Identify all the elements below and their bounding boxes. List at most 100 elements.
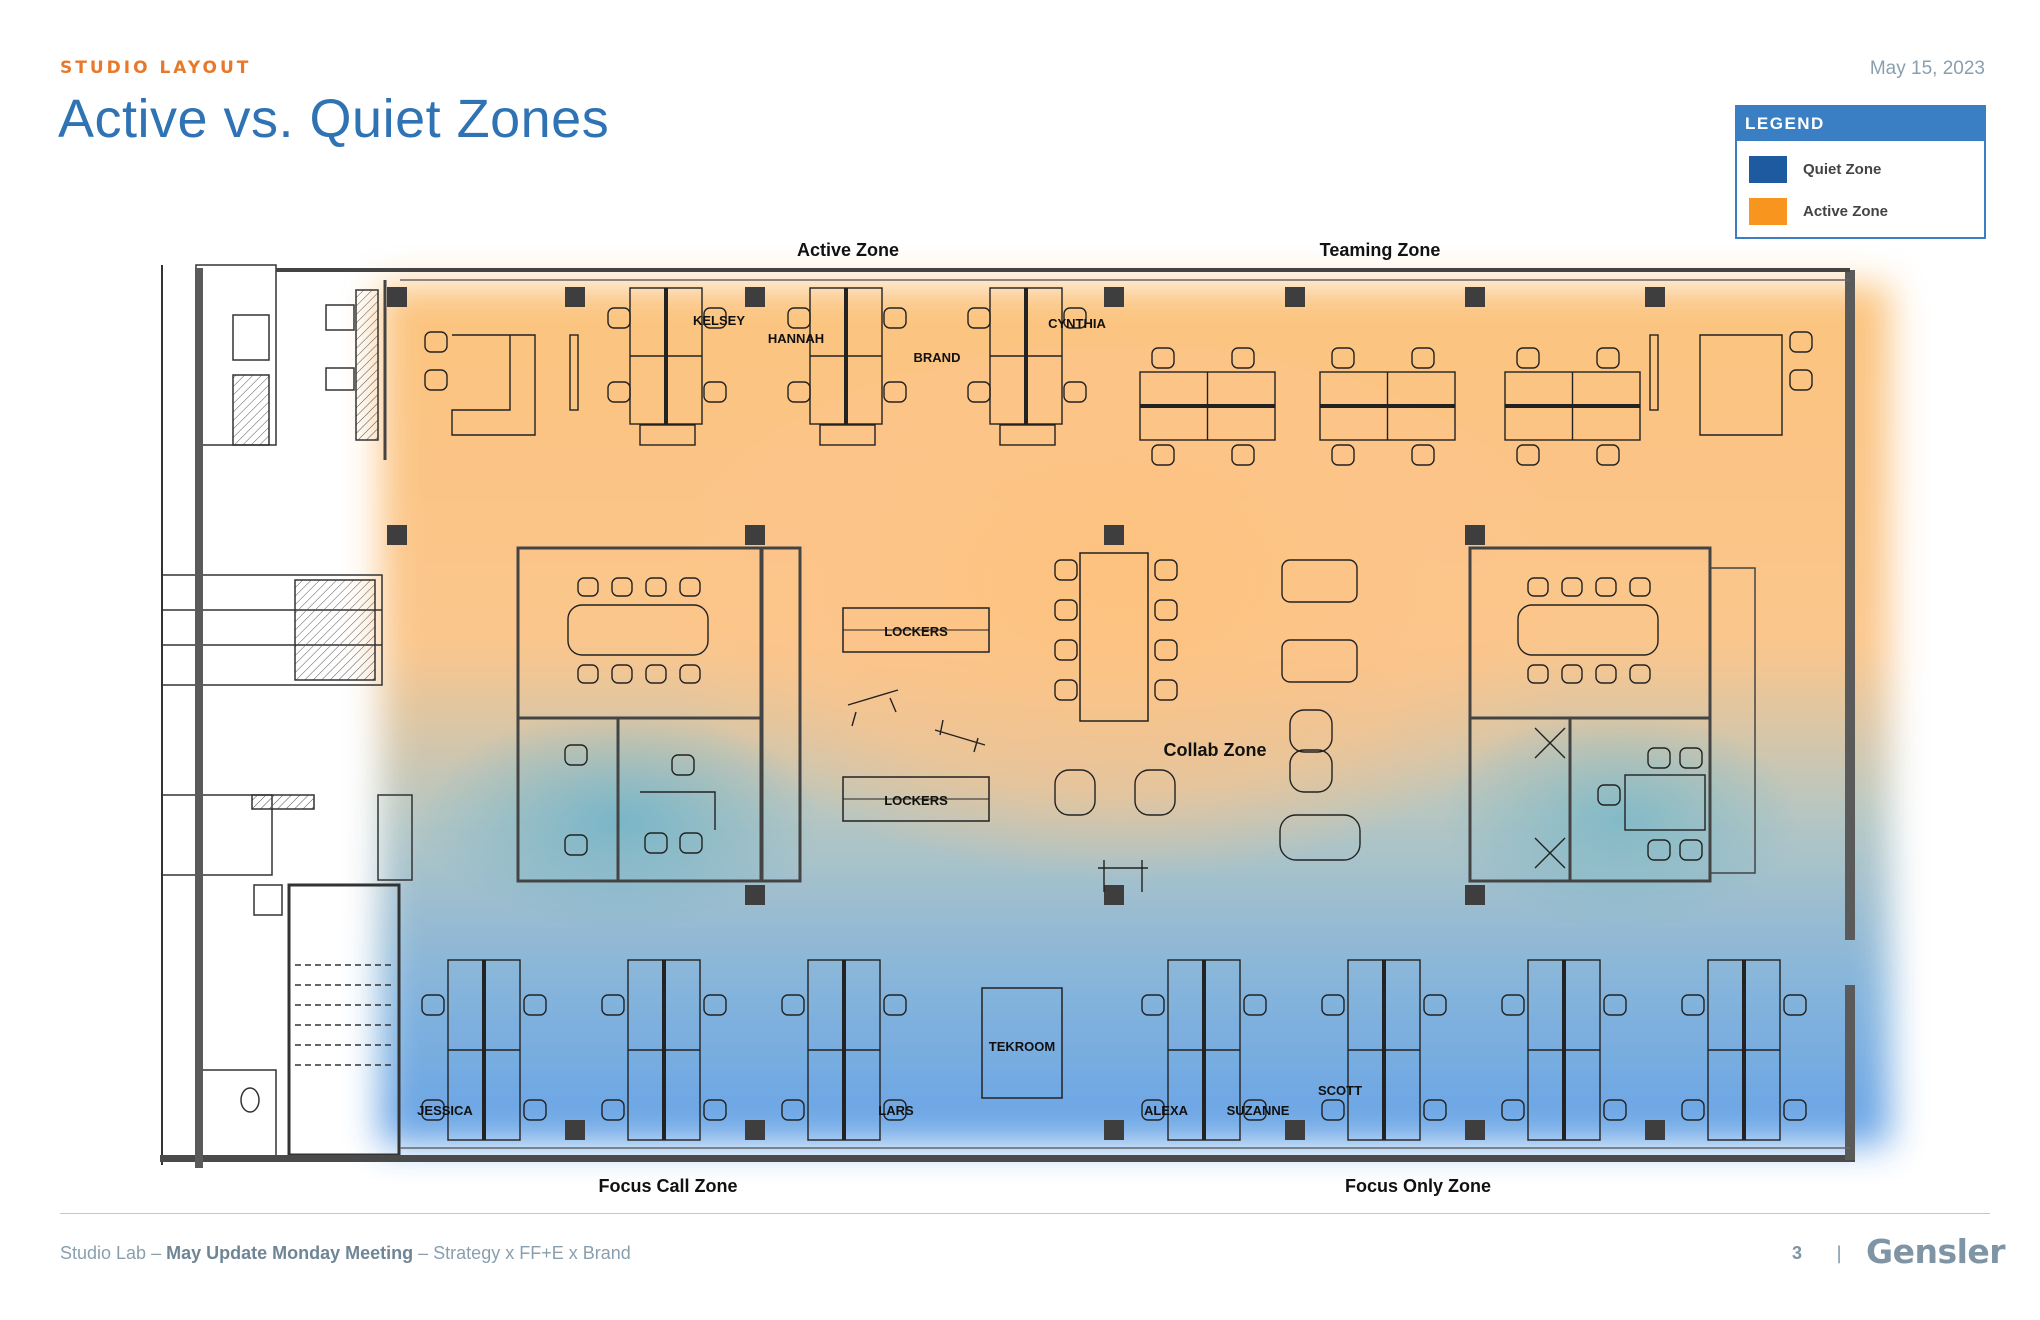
- chair: [1516, 347, 1540, 369]
- chair: [679, 832, 703, 854]
- chair: [787, 381, 811, 403]
- footer-separator: |: [1836, 1243, 1843, 1264]
- chair: [1561, 577, 1583, 597]
- chair: [611, 664, 633, 684]
- structural-columns: [387, 287, 1665, 1140]
- chair: [1527, 664, 1549, 684]
- chair: [1331, 347, 1355, 369]
- chair: [421, 1099, 445, 1121]
- chair: [781, 1099, 805, 1121]
- chair: [1516, 444, 1540, 466]
- chair: [703, 994, 727, 1016]
- chair: [607, 381, 631, 403]
- label-lockers-1: LOCKERS: [884, 624, 948, 639]
- chair: [1647, 839, 1671, 861]
- footer-meeting: May Update Monday Meeting: [166, 1243, 414, 1263]
- chair: [1527, 577, 1549, 597]
- chair: [703, 307, 727, 329]
- chair: [1141, 1099, 1165, 1121]
- chair: [1679, 747, 1703, 769]
- chair: [1679, 839, 1703, 861]
- chair: [1231, 444, 1255, 466]
- chair: [424, 369, 448, 391]
- chair: [644, 832, 668, 854]
- chair: [1243, 1099, 1267, 1121]
- legend-item-quiet: Quiet Zone: [1749, 155, 1881, 183]
- chair: [1411, 347, 1435, 369]
- chair: [679, 577, 701, 597]
- person-hannah: HANNAH: [768, 331, 824, 346]
- chair: [645, 577, 667, 597]
- chair: [1561, 664, 1583, 684]
- chair: [1154, 639, 1178, 661]
- chair: [1054, 559, 1078, 581]
- chair: [564, 834, 588, 856]
- quiet-zone-swatch: [1749, 155, 1787, 183]
- chair: [1054, 679, 1078, 701]
- zone-heatmap: [380, 285, 1890, 1145]
- chair: [883, 381, 907, 403]
- chair: [1603, 1099, 1627, 1121]
- chair: [671, 754, 695, 776]
- label-focus-call-zone: Focus Call Zone: [598, 1176, 737, 1196]
- person-scott: SCOTT: [1318, 1083, 1362, 1098]
- chair: [1501, 994, 1525, 1016]
- person-suzanne: SUZANNE: [1227, 1103, 1290, 1118]
- legend-label-quiet: Quiet Zone: [1803, 160, 1882, 178]
- chair: [1154, 679, 1178, 701]
- chair: [1681, 1099, 1705, 1121]
- chair: [1597, 784, 1621, 806]
- chair: [645, 664, 667, 684]
- label-active-zone: Active Zone: [797, 240, 899, 260]
- chair: [1054, 599, 1078, 621]
- chair: [1243, 994, 1267, 1016]
- footer-divider: [60, 1213, 1990, 1214]
- chair: [1629, 664, 1651, 684]
- gensler-logo: Gensler: [1866, 1232, 2006, 1271]
- chair: [883, 1099, 907, 1121]
- chair: [1151, 347, 1175, 369]
- chair: [883, 307, 907, 329]
- building-shell: [160, 268, 1855, 1168]
- chair: [1063, 381, 1087, 403]
- active-zone-swatch: [1749, 197, 1787, 225]
- chair: [1331, 444, 1355, 466]
- tekroom-box: [981, 987, 1063, 1099]
- chair: [787, 307, 811, 329]
- section-eyebrow: STUDIO LAYOUT: [60, 58, 252, 78]
- chair: [1321, 1099, 1345, 1121]
- label-focus-only-zone: Focus Only Zone: [1345, 1176, 1491, 1196]
- chair: [577, 664, 599, 684]
- meeting-rooms: [516, 546, 1756, 883]
- chair: [1231, 347, 1255, 369]
- chair: [967, 307, 991, 329]
- footer-caption: Studio Lab – May Update Monday Meeting –…: [60, 1243, 631, 1263]
- chair: [611, 577, 633, 597]
- chair: [1783, 994, 1807, 1016]
- person-lars: LARS: [878, 1103, 914, 1118]
- label-teaming-zone: Teaming Zone: [1320, 240, 1441, 260]
- chair: [1501, 1099, 1525, 1121]
- chair: [601, 1099, 625, 1121]
- page-number: 3: [1792, 1243, 1803, 1263]
- chair: [1596, 347, 1620, 369]
- chair: [523, 1099, 547, 1121]
- person-cynthia: CYNTHIA: [1048, 316, 1106, 331]
- chair: [1411, 444, 1435, 466]
- chair: [1423, 1099, 1447, 1121]
- chair: [1141, 994, 1165, 1016]
- chair: [1789, 331, 1813, 353]
- chair: [967, 381, 991, 403]
- person-brand: BRAND: [914, 350, 961, 365]
- chair: [1681, 994, 1705, 1016]
- collab-table: [1079, 552, 1149, 722]
- chair: [1603, 994, 1627, 1016]
- chair: [679, 664, 701, 684]
- footer-topic: Strategy x FF+E x Brand: [433, 1243, 631, 1263]
- chair: [703, 1099, 727, 1121]
- chair: [1596, 444, 1620, 466]
- chair: [1595, 664, 1617, 684]
- chair: [601, 994, 625, 1016]
- chair: [883, 994, 907, 1016]
